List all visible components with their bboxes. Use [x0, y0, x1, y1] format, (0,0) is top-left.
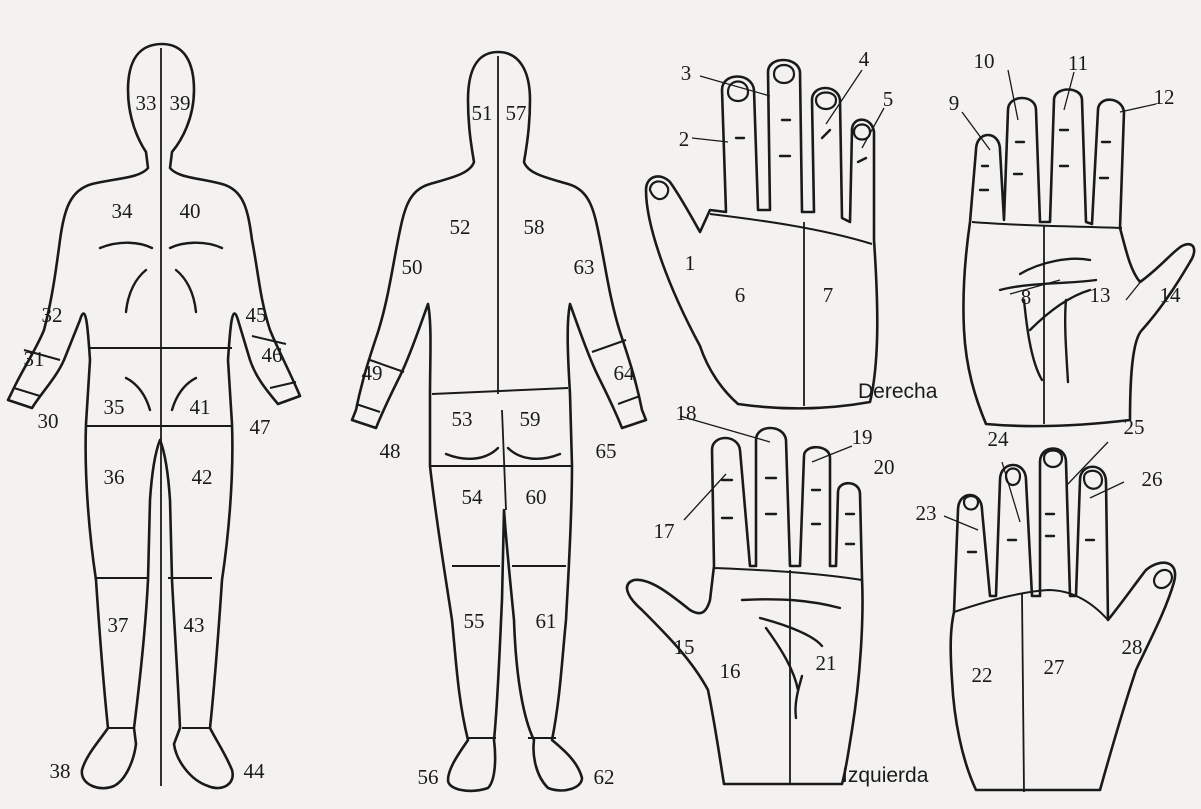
region-label-front-body-36: 36: [104, 465, 125, 489]
region-label-back-body-50: 50: [402, 255, 423, 279]
region-label-front-body-42: 42: [192, 465, 213, 489]
region-label-right-hand-back-1: 1: [685, 251, 696, 275]
region-label-back-body-58: 58: [524, 215, 545, 239]
region-label-left-hand-palm-16: 16: [720, 659, 741, 683]
region-label-front-body-43: 43: [184, 613, 205, 637]
right-hand-palm-figure: [963, 90, 1194, 427]
region-label-back-body-55: 55: [464, 609, 485, 633]
region-label-left-hand-back-26: 26: [1142, 467, 1163, 491]
region-label-back-body-60: 60: [526, 485, 547, 509]
region-label-left-hand-palm-18: 18: [676, 401, 697, 425]
pointer-lines: [680, 70, 1156, 530]
region-label-left-hand-palm-19: 19: [852, 425, 873, 449]
region-label-back-body-49: 49: [362, 361, 383, 385]
region-label-left-hand-palm-17: 17: [654, 519, 675, 543]
region-label-back-body-51: 51: [472, 101, 493, 125]
region-label-front-body-31: 31: [24, 347, 45, 371]
region-label-back-body-48: 48: [380, 439, 401, 463]
region-label-left-hand-palm-15: 15: [674, 635, 695, 659]
region-label-front-body-39: 39: [170, 91, 191, 115]
region-label-left-hand-palm-20: 20: [874, 455, 895, 479]
region-label-right-hand-back-6: 6: [735, 283, 746, 307]
region-label-right-hand-back-2: 2: [679, 127, 690, 151]
region-label-front-body-34: 34: [112, 199, 134, 223]
region-label-left-hand-back-27: 27: [1044, 655, 1065, 679]
region-label-front-body-32: 32: [42, 303, 63, 327]
region-label-right-hand-back-5: 5: [883, 87, 894, 111]
region-label-back-body-59: 59: [520, 407, 541, 431]
region-label-right-hand-back-3: 3: [681, 61, 692, 85]
region-label-front-body-33: 33: [136, 91, 157, 115]
region-label-back-body-63: 63: [574, 255, 595, 279]
region-label-right-hand-palm-13: 13: [1090, 283, 1111, 307]
region-label-back-body-53: 53: [452, 407, 473, 431]
region-label-left-hand-back-22: 22: [972, 663, 993, 687]
region-label-left-hand-back-25: 25: [1124, 415, 1145, 439]
left-hand-back-figure: [951, 449, 1175, 793]
region-label-right-hand-back-4: 4: [859, 47, 870, 71]
region-label-right-hand-palm-14: 14: [1160, 283, 1182, 307]
region-label-right-hand-palm-8: 8: [1021, 285, 1032, 309]
region-label-back-body-54: 54: [462, 485, 484, 509]
region-label-front-body-38: 38: [50, 759, 71, 783]
region-label-right-hand-back-7: 7: [823, 283, 834, 307]
region-label-front-body-45: 45: [246, 303, 267, 327]
region-label-back-body-62: 62: [594, 765, 615, 789]
region-label-front-body-30: 30: [38, 409, 59, 433]
region-label-right-hand-palm-9: 9: [949, 91, 960, 115]
caption-derecha: Derecha: [858, 380, 938, 403]
region-label-left-hand-palm-21: 21: [816, 651, 837, 675]
region-label-front-body-35: 35: [104, 395, 125, 419]
region-label-back-body-61: 61: [536, 609, 557, 633]
region-label-front-body-41: 41: [190, 395, 211, 419]
left-hand-palm-figure: [627, 428, 862, 784]
region-label-right-hand-palm-10: 10: [974, 49, 995, 73]
region-label-left-hand-back-23: 23: [916, 501, 937, 525]
region-label-right-hand-palm-11: 11: [1068, 51, 1088, 75]
region-label-front-body-47: 47: [250, 415, 271, 439]
region-label-front-body-44: 44: [244, 759, 266, 783]
region-label-back-body-65: 65: [596, 439, 617, 463]
region-label-front-body-37: 37: [108, 613, 129, 637]
caption-izquierda: Izquierda: [842, 764, 929, 787]
region-label-left-hand-back-24: 24: [988, 427, 1010, 451]
region-label-front-body-40: 40: [180, 199, 201, 223]
region-label-back-body-57: 57: [506, 101, 527, 125]
region-label-back-body-64: 64: [614, 361, 636, 385]
right-hand-back-figure: [646, 60, 877, 408]
region-label-back-body-52: 52: [450, 215, 471, 239]
back-body-figure: [352, 52, 646, 791]
region-label-back-body-56: 56: [418, 765, 439, 789]
region-label-left-hand-back-28: 28: [1122, 635, 1143, 659]
region-label-front-body-46: 46: [262, 343, 283, 367]
region-label-right-hand-palm-12: 12: [1154, 85, 1175, 109]
